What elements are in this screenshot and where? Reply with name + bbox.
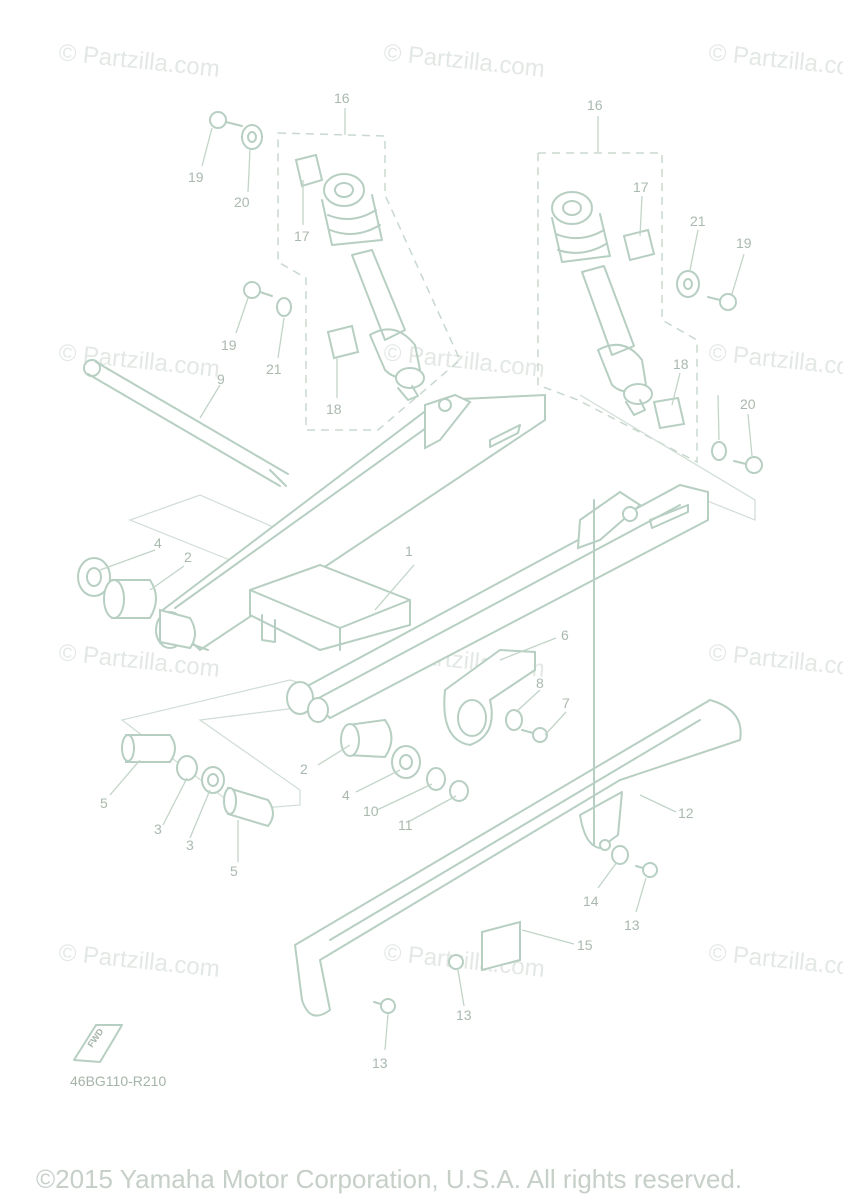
- bolt-19-upper-left: [209, 111, 243, 129]
- fwd-label: FWD: [85, 1026, 105, 1049]
- callout-6: 6: [561, 627, 569, 643]
- watermark: © Partzilla.com: [707, 339, 843, 383]
- callout-9: 9: [217, 371, 225, 387]
- nut-11: [449, 780, 469, 802]
- washer-21-left: [276, 297, 292, 317]
- collar-5-left: [125, 734, 176, 763]
- bracket-6: [443, 648, 536, 747]
- swingarm-1: [155, 393, 709, 723]
- copyright-notice: ©2015 Yamaha Motor Corporation, U.S.A. A…: [36, 1164, 742, 1194]
- callout-20-right: 21: [690, 213, 706, 229]
- label-15: [481, 920, 521, 972]
- shock-absorber-right: [551, 191, 653, 416]
- bolt-13-lower: [373, 998, 396, 1014]
- watermark: © Partzilla.com: [707, 939, 843, 983]
- leader-lines: [99, 108, 753, 1051]
- collar-5-right: [227, 786, 274, 828]
- watermark: © Partzilla.com: [57, 939, 221, 983]
- chain-case-12: [293, 499, 742, 1017]
- callout-2-lower: 2: [300, 761, 308, 777]
- callout-16-right: 16: [587, 97, 603, 113]
- bushing-18-right: [652, 396, 686, 430]
- callout-18-right: 18: [673, 356, 689, 372]
- bolt-13-middle: [448, 954, 464, 970]
- bolt-7: [521, 727, 548, 743]
- callout-18-left: 18: [326, 401, 342, 417]
- callout-1: 1: [405, 543, 413, 559]
- watermark: © Partzilla.com: [57, 339, 221, 383]
- callout-12: 12: [678, 805, 694, 821]
- callouts: 1 2 2 3 3 4 4 5 5 6 7 8 9 10 11 12 13 13…: [100, 90, 756, 1071]
- callout-3-right: 3: [186, 837, 194, 853]
- bolt-13-right: [635, 862, 658, 878]
- shock-group-right-outline: [537, 152, 698, 464]
- callout-20-left: 20: [234, 194, 250, 210]
- callout-13-right: 13: [624, 917, 640, 933]
- bushing-18-left: [326, 324, 360, 360]
- callout-8: 8: [536, 675, 544, 691]
- shock-absorber-left: [321, 173, 425, 401]
- callout-15: 15: [577, 937, 593, 953]
- shock-group-left-outline: [277, 132, 461, 431]
- callout-17-left: 17: [294, 228, 310, 244]
- callout-5-left: 5: [100, 795, 108, 811]
- callout-21-left: 21: [266, 361, 282, 377]
- bushing-17-left: [294, 153, 324, 188]
- callout-7: 7: [562, 695, 570, 711]
- callout-19-upper-left: 19: [188, 169, 204, 185]
- pivot-shaft-9: [83, 359, 289, 487]
- callout-19-right-lower: 20: [740, 396, 756, 412]
- watermark: © Partzilla.com: [57, 39, 221, 83]
- callout-11: 11: [398, 817, 413, 833]
- callout-13-middle: 13: [456, 1007, 472, 1023]
- callout-5-right: 5: [230, 863, 238, 879]
- callout-2-upper: 2: [184, 549, 192, 565]
- diagram-code: 46BG110-R210: [70, 1073, 166, 1089]
- callout-13-lower: 13: [372, 1055, 388, 1071]
- bolt-19-right-upper: [707, 293, 737, 311]
- watermark: © Partzilla.com: [707, 639, 843, 683]
- callout-14: 14: [583, 893, 599, 909]
- washer-14: [611, 845, 629, 865]
- callout-4-lower: 4: [342, 787, 350, 803]
- assembly-outline-right: [579, 394, 756, 521]
- watermark: © Partzilla.com: [707, 39, 843, 83]
- callout-19-mid-left: 19: [221, 337, 237, 353]
- bolt-19-mid-left: [243, 281, 273, 299]
- washer-8: [505, 709, 523, 731]
- collar-pivot-left: [159, 608, 196, 650]
- callout-17-right: 17: [633, 179, 649, 195]
- bushing-17-right: [622, 228, 656, 262]
- callout-16-left: 16: [334, 90, 350, 106]
- washer-10: [426, 767, 446, 791]
- callout-4-upper: 4: [154, 535, 162, 551]
- fwd-arrow-icon: FWD: [73, 1024, 123, 1063]
- watermark: © Partzilla.com: [382, 39, 546, 83]
- callout-3-left: 3: [154, 821, 162, 837]
- seal-3-left: [176, 755, 198, 781]
- callout-19-right-upper: 19: [736, 235, 752, 251]
- watermark: © Partzilla.com: [382, 939, 546, 983]
- bolt-19-right-lower: [733, 456, 763, 474]
- watermarks: © Partzilla.com © Partzilla.com © Partzi…: [57, 39, 843, 983]
- callout-10: 10: [363, 803, 379, 819]
- washer-21-right: [711, 441, 727, 461]
